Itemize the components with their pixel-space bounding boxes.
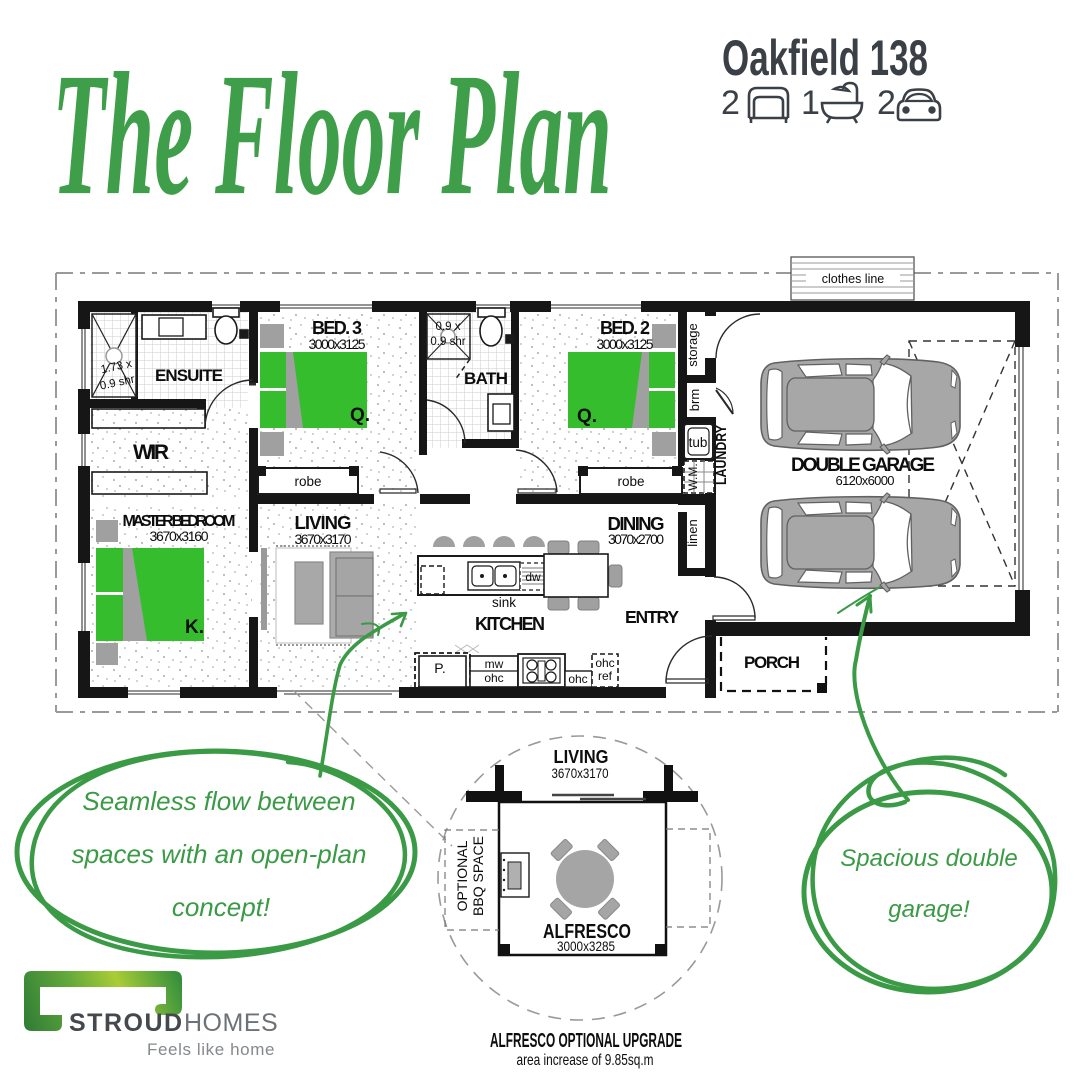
svg-text:robe: robe (617, 474, 644, 489)
svg-text:BATH: BATH (464, 369, 508, 388)
svg-text:3670x3170: 3670x3170 (552, 765, 609, 781)
svg-text:ohc: ohc (484, 671, 503, 685)
svg-text:BED. 2: BED. 2 (600, 318, 650, 338)
svg-text:MASTER BEDROOM: MASTER BEDROOM (123, 513, 236, 530)
svg-text:area increase of 9.85sq.m: area increase of 9.85sq.m (517, 1052, 654, 1069)
svg-text:P.: P. (434, 660, 445, 676)
svg-text:3000x3125: 3000x3125 (309, 336, 366, 352)
svg-text:storage: storage (685, 323, 700, 366)
svg-text:DOUBLE GARAGE: DOUBLE GARAGE (791, 455, 935, 476)
svg-text:WIR: WIR (133, 441, 169, 464)
svg-text:2: 2 (877, 84, 896, 122)
svg-text:KITCHEN: KITCHEN (475, 614, 545, 634)
svg-text:3000x3125: 3000x3125 (597, 336, 654, 352)
svg-text:The Floor Plan: The Floor Plan (52, 36, 612, 231)
svg-text:robe: robe (294, 474, 321, 489)
svg-text:sink: sink (492, 595, 516, 610)
svg-text:ohc: ohc (568, 672, 587, 686)
svg-text:BED. 3: BED. 3 (312, 318, 362, 338)
svg-text:1: 1 (801, 84, 820, 122)
svg-text:tub: tub (689, 435, 708, 450)
svg-text:Seamless flow between: Seamless flow between (82, 786, 355, 816)
svg-text:Q.: Q. (577, 406, 597, 427)
svg-text:3670x3160: 3670x3160 (150, 528, 209, 544)
svg-text:HOMES: HOMES (184, 1009, 278, 1037)
svg-text:ref: ref (598, 669, 613, 683)
svg-text:DINING: DINING (608, 513, 665, 534)
svg-text:LIVING: LIVING (295, 512, 352, 533)
svg-text:ENSUITE: ENSUITE (155, 366, 223, 385)
svg-text:Spacious double: Spacious double (840, 845, 1017, 872)
svg-text:spaces with an open-plan: spaces with an open-plan (72, 839, 367, 869)
svg-text:0.9 shr: 0.9 shr (430, 336, 465, 348)
svg-text:LAUNDRY: LAUNDRY (713, 425, 730, 485)
svg-text:Oakfield 138: Oakfield 138 (722, 30, 928, 86)
svg-text:2: 2 (721, 84, 740, 122)
svg-text:brm: brm (687, 389, 702, 411)
svg-text:W.M.: W.M. (686, 463, 700, 490)
svg-text:ALFRESCO: ALFRESCO (543, 921, 631, 943)
svg-text:Feels like home: Feels like home (147, 1040, 275, 1059)
svg-text:3670x3170: 3670x3170 (295, 531, 352, 547)
svg-text:STROUD: STROUD (69, 1009, 184, 1037)
svg-text:OPTIONAL: OPTIONAL (454, 840, 470, 911)
svg-text:ENTRY: ENTRY (625, 607, 679, 627)
svg-text:Q.: Q. (350, 405, 370, 426)
svg-text:3000x3285: 3000x3285 (557, 938, 615, 954)
svg-text:BBQ SPACE: BBQ SPACE (470, 836, 486, 916)
svg-text:garage!: garage! (888, 896, 970, 923)
svg-text:dw: dw (525, 570, 541, 584)
svg-text:0.9 x: 0.9 x (436, 321, 461, 333)
svg-text:3070x2700: 3070x2700 (608, 531, 664, 547)
svg-text:LIVING: LIVING (554, 747, 609, 767)
svg-text:linen: linen (685, 519, 700, 546)
svg-text:K.: K. (185, 617, 204, 638)
svg-text:6120x6000: 6120x6000 (836, 473, 895, 488)
svg-text:concept!: concept! (172, 892, 270, 922)
svg-text:ohc: ohc (595, 656, 614, 670)
svg-text:clothes line: clothes line (822, 272, 885, 286)
svg-text:mw: mw (485, 657, 504, 671)
svg-text:ALFRESCO OPTIONAL UPGRADE: ALFRESCO OPTIONAL UPGRADE (490, 1030, 682, 1052)
svg-text:PORCH: PORCH (744, 653, 800, 672)
